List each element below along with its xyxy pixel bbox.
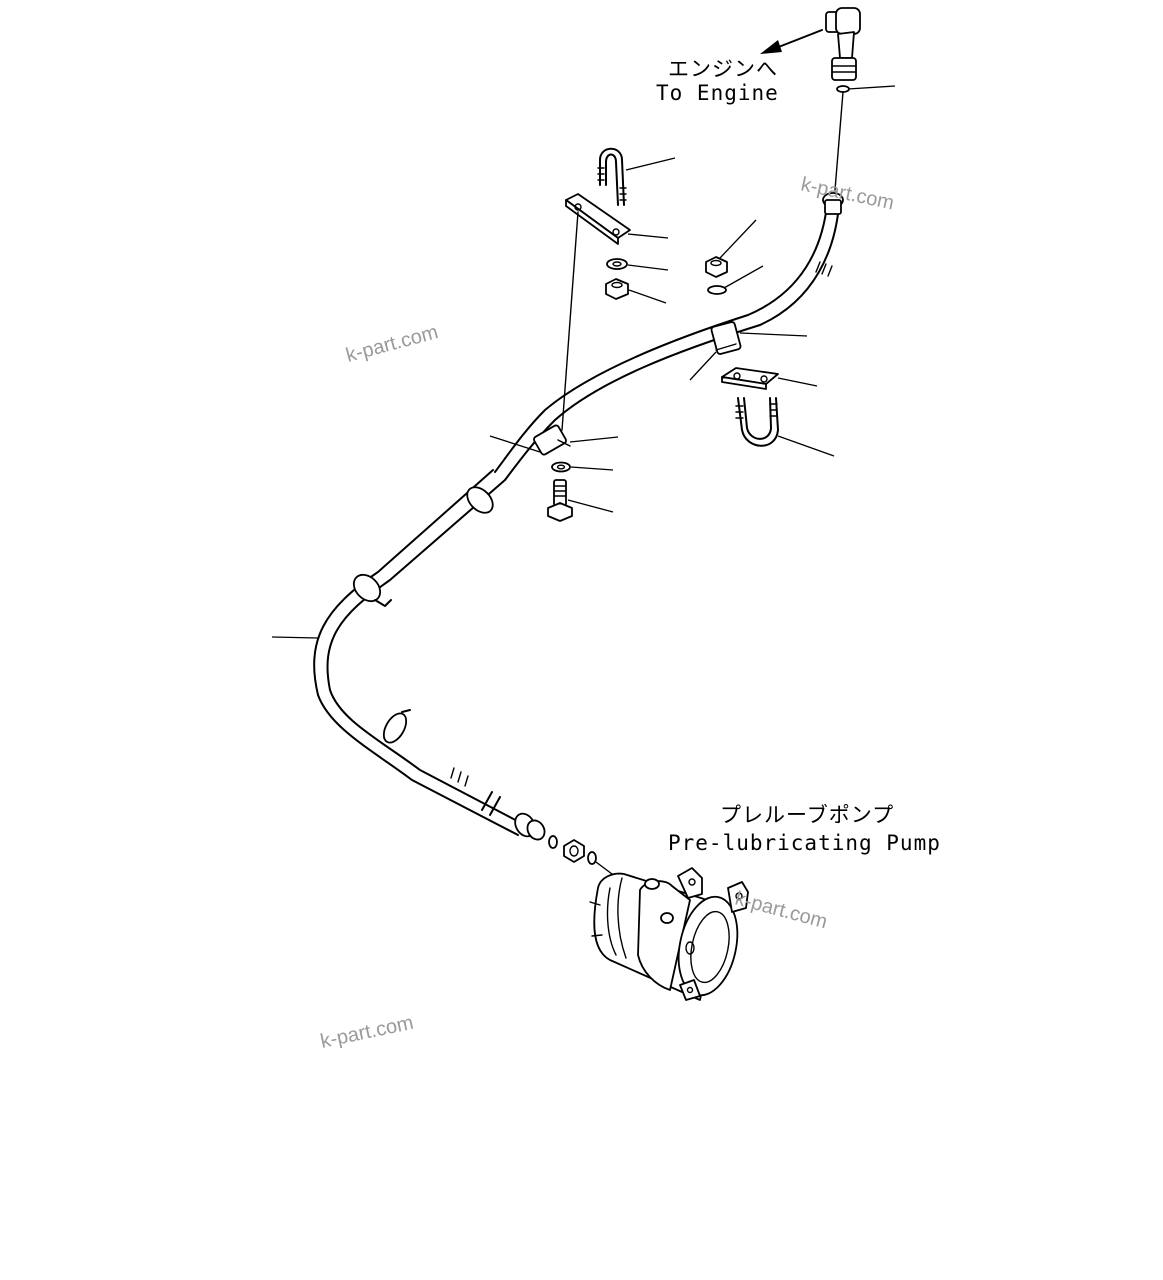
pre-lubricating-pump bbox=[589, 867, 749, 1001]
washer-middle bbox=[551, 461, 571, 473]
washer-right bbox=[707, 285, 727, 295]
nut-right bbox=[705, 256, 728, 278]
hose-clamp-lower bbox=[352, 573, 392, 607]
pump-label-jp: プレルーブポンプ bbox=[720, 803, 894, 827]
engine-oring bbox=[836, 85, 850, 93]
watermark-1: k-part.com bbox=[799, 173, 896, 214]
hose-fitting-bottom bbox=[514, 812, 546, 841]
watermark-3: k-part.com bbox=[733, 888, 830, 934]
hose-fitting-top bbox=[822, 192, 844, 215]
assembly-line-pump bbox=[595, 861, 613, 875]
watermark-4: k-part.com bbox=[318, 1012, 415, 1053]
to-engine-arrow bbox=[760, 29, 823, 54]
to-engine-label-jp: エンジンへ bbox=[668, 57, 778, 81]
pump-oring-2 bbox=[587, 851, 597, 865]
hose-clamp-bottom bbox=[382, 709, 411, 744]
washer-upper-left bbox=[606, 258, 628, 270]
hose-protector-1 bbox=[466, 486, 494, 514]
hose-clamp-upper bbox=[710, 321, 742, 355]
nut-upper-left bbox=[605, 278, 629, 300]
engine-elbow-fitting bbox=[825, 7, 861, 81]
assembly-line-bracket bbox=[561, 211, 579, 431]
u-bolt-upper bbox=[597, 147, 627, 206]
clamp-plate-right bbox=[721, 367, 779, 390]
assembly-line-engine bbox=[834, 91, 844, 191]
u-bolt-lower bbox=[735, 397, 779, 447]
bolt-middle bbox=[547, 479, 573, 522]
pump-oring-1 bbox=[548, 835, 558, 849]
pump-label-en: Pre-lubricating Pump bbox=[668, 831, 941, 855]
clamp-plate-upper bbox=[565, 193, 631, 245]
to-engine-label-en: To Engine bbox=[656, 81, 779, 105]
hose-clamp-middle bbox=[533, 424, 571, 456]
leader-lines bbox=[271, 85, 896, 639]
pump-adapter bbox=[563, 839, 585, 863]
watermark-2: k-part.com bbox=[344, 321, 441, 367]
